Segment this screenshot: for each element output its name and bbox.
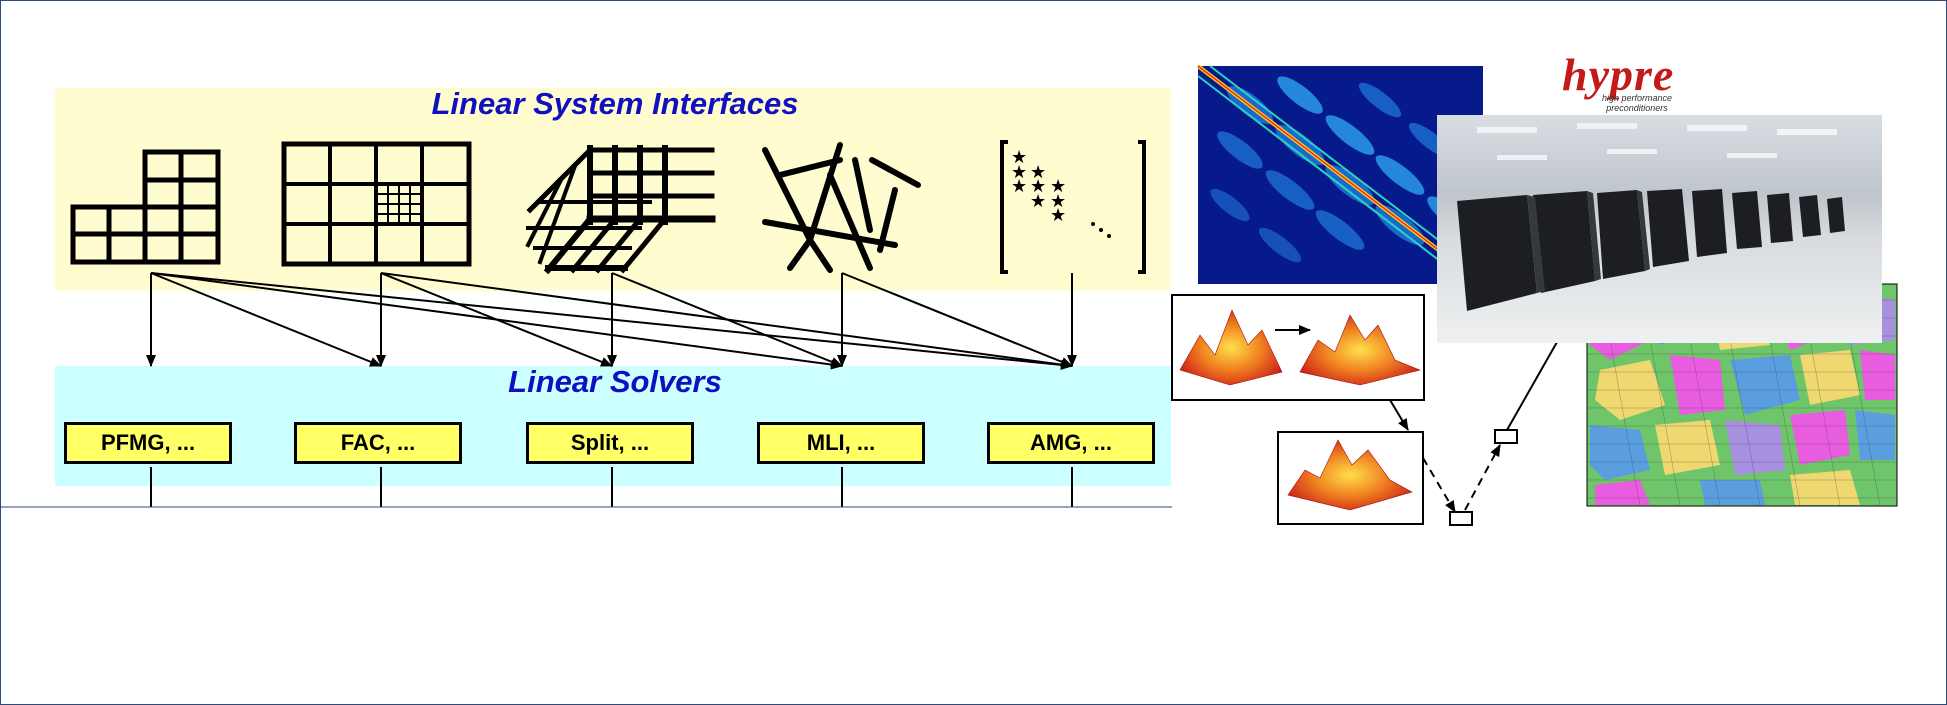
unstructured-mesh-icon: [762, 142, 921, 273]
surface-plot-smoothed: [1277, 431, 1424, 525]
interfaces-title: Linear System Interfaces: [431, 86, 799, 121]
svg-text:★: ★: [1050, 205, 1066, 226]
structured-grid-icon: [70, 149, 221, 265]
svg-text:★: ★: [1011, 162, 1027, 183]
processor-flow: [1389, 327, 1566, 526]
matrix-heatmap-image: [1196, 64, 1485, 286]
surface-plots-panel: [1171, 294, 1425, 401]
hypre-logo: hypre: [1562, 49, 1675, 100]
solver-split: Split, ...: [526, 422, 694, 464]
svg-text:★: ★: [1030, 191, 1046, 212]
svg-text:★: ★: [1011, 147, 1027, 168]
hypre-tagline: high performance preconditioners: [1602, 93, 1672, 113]
semi-structured-grid-icon: [281, 141, 472, 267]
svg-text:★: ★: [1050, 176, 1066, 197]
hypre-tagline-line-1: high performance: [1602, 93, 1673, 103]
svg-text:★: ★: [1030, 176, 1046, 197]
sparse-matrix-icon: ★ ★ ★ ★ ★ ★ ★ ★ ★: [1000, 140, 1146, 274]
svg-text:★: ★: [1011, 176, 1027, 197]
solver-mli: MLI, ...: [757, 422, 925, 464]
3d-grid-icon: [525, 145, 716, 275]
interface-solver-arrows: [146, 272, 1077, 370]
solver-pfmg: PFMG, ...: [64, 422, 232, 464]
solver-amg: AMG, ...: [987, 422, 1155, 464]
solver-stems: [150, 467, 1073, 507]
solvers-title: Linear Solvers: [508, 364, 722, 399]
supercomputer-image: [1457, 123, 1845, 311]
svg-text:★: ★: [1030, 162, 1046, 183]
hypre-tagline-line-2: preconditioners: [1606, 103, 1668, 113]
supercomputer-photo: [1437, 115, 1882, 343]
solver-fac: FAC, ...: [294, 422, 462, 464]
svg-text:★: ★: [1050, 191, 1066, 212]
